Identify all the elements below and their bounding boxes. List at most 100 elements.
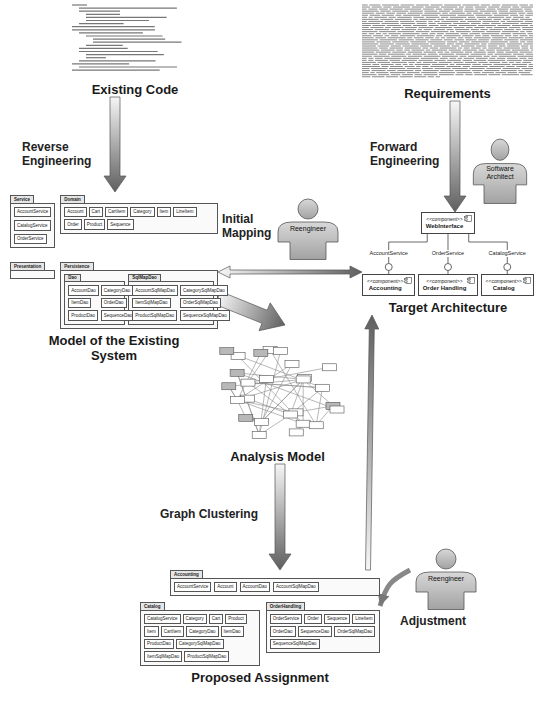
figure-block: Existing Code [70, 2, 200, 97]
text-line [475, 35, 481, 36]
text-line [495, 54, 512, 55]
text-line [452, 11, 463, 12]
text-line [507, 43, 522, 44]
text-line [522, 29, 533, 30]
class-name: OrderService [17, 236, 44, 242]
class-box: ProductDao [144, 639, 174, 650]
text-line [372, 7, 382, 8]
text-line [476, 46, 486, 47]
stereotype: <<component>> [423, 278, 467, 284]
text-line [416, 66, 420, 67]
text-line [512, 25, 528, 26]
text-line [520, 31, 525, 32]
text-line [498, 25, 511, 26]
text-line [428, 21, 432, 22]
text-line [410, 11, 423, 12]
text-line [438, 19, 445, 20]
connector [104, 97, 126, 192]
component-icon [464, 215, 472, 222]
edge-label: Forward Engineering [370, 140, 446, 168]
text-line [455, 9, 463, 10]
text-line [528, 66, 533, 67]
text-line [471, 48, 481, 49]
class-box: Item [157, 207, 172, 218]
text-line [472, 66, 488, 67]
connector [365, 315, 379, 570]
text-line [368, 21, 383, 22]
text-line [488, 7, 499, 8]
text-line [362, 52, 374, 53]
class-name: ItemSqlMapDao [135, 300, 167, 306]
text-line [425, 7, 439, 8]
text-line [447, 37, 457, 38]
text-line [437, 23, 451, 24]
text-line [480, 29, 487, 30]
package-body: OrderServiceOrderSequenceLineItemOrderDa… [266, 610, 380, 654]
text-line [403, 64, 408, 65]
text-line [459, 7, 464, 8]
class-name: Order [307, 616, 319, 622]
text-line [422, 66, 428, 67]
text-line [525, 37, 533, 38]
text-line [497, 58, 506, 59]
text-line [473, 13, 483, 14]
text-line [381, 64, 394, 65]
text-line [376, 52, 391, 53]
text-line [527, 13, 533, 14]
text-line [430, 39, 442, 40]
text-line [362, 9, 367, 10]
text-line [506, 17, 512, 18]
text-line [523, 60, 533, 61]
text-line [522, 62, 531, 63]
uml-component: <<component>>Accounting [362, 274, 415, 296]
class-box: CartItem [161, 626, 184, 637]
class-box: AccountDao [240, 582, 271, 593]
text-line [405, 66, 415, 67]
text-line [501, 70, 517, 71]
text-line [480, 11, 497, 12]
text-line [374, 17, 387, 18]
class-box: Product [225, 614, 247, 625]
package-name: Service [14, 197, 30, 203]
uml-component: <<component>>Order Handling [418, 274, 479, 296]
text-line [489, 29, 502, 30]
text-line [499, 46, 506, 47]
figure-caption: Existing Code [70, 82, 200, 97]
text-line [459, 25, 477, 26]
class-box: OrderSqlMapDao [334, 626, 375, 637]
text-line [370, 15, 380, 16]
class-name: Account [67, 209, 83, 215]
text-line [460, 56, 467, 57]
component-name: Accounting [367, 284, 403, 292]
text-line [416, 62, 421, 63]
text-line [382, 5, 399, 6]
text-line [439, 11, 450, 12]
code-line [72, 63, 129, 64]
text-line [418, 29, 422, 30]
text-line [488, 17, 505, 18]
package-body: AccountSqlMapDaoCategorySqlMapDaoItemSql… [128, 281, 214, 325]
text-line [494, 15, 509, 16]
graph-edge [261, 378, 304, 422]
text-line [450, 17, 466, 18]
text-line [388, 33, 400, 34]
view-title: Proposed Assignment [140, 670, 380, 685]
text-line [441, 37, 445, 38]
class-name: SequenceSqlMapDao [183, 313, 227, 319]
text-line [504, 48, 521, 49]
class-box: ProductSqlMapDao [184, 651, 229, 662]
text-line [408, 62, 414, 63]
text-line [503, 68, 521, 69]
text-line [512, 19, 519, 20]
text-line [415, 74, 422, 75]
code-line [86, 14, 120, 15]
text-line [405, 27, 417, 28]
text-line [382, 66, 389, 67]
class-name: CartItem [164, 629, 181, 635]
text-line [423, 70, 439, 71]
text-line [441, 7, 457, 8]
class-name: AccountService [17, 209, 48, 215]
text-line [369, 5, 380, 6]
text-line [426, 17, 440, 18]
code-line [93, 38, 165, 39]
